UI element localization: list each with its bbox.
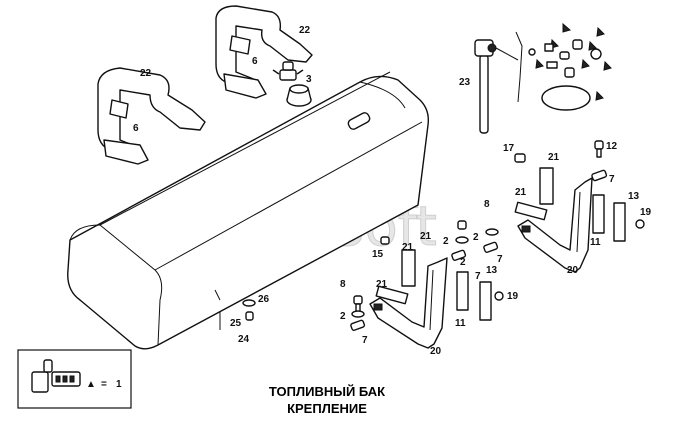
legend-ref: 1 <box>116 379 122 390</box>
sender-tube-icon <box>474 31 523 134</box>
rubber-pad-icon <box>375 167 626 321</box>
callout-15: 15 <box>372 249 384 260</box>
callout-3: 3 <box>306 74 312 85</box>
callout-8: 8 <box>484 199 490 210</box>
callout-13: 13 <box>628 191 640 202</box>
callout-8: 8 <box>340 279 346 290</box>
callout-12: 12 <box>606 141 618 152</box>
callout-21: 21 <box>420 231 432 242</box>
callout-2: 2 <box>340 311 346 322</box>
callout-20: 20 <box>430 346 442 357</box>
filler-cap-icon <box>272 61 304 81</box>
callout-25: 25 <box>230 318 242 329</box>
callout-2: 2 <box>473 232 479 243</box>
callout-6: 6 <box>252 56 258 67</box>
callout-26: 26 <box>258 294 270 305</box>
callout-19: 19 <box>640 207 652 218</box>
support-bracket-icon <box>517 177 593 273</box>
callout-20: 20 <box>567 265 579 276</box>
diagram-subtitle: КРЕПЛЕНИЕ <box>287 401 367 416</box>
callout-6: 6 <box>133 123 139 134</box>
callout-22: 22 <box>140 68 152 79</box>
callout-22: 22 <box>299 25 311 36</box>
callout-19: 19 <box>507 291 519 302</box>
kit-icon <box>31 359 81 393</box>
legend-box: ▲ = 1 <box>17 349 132 409</box>
callout-11: 11 <box>455 318 466 329</box>
callout-13: 13 <box>486 265 498 276</box>
fuel-tank-icon <box>67 71 430 350</box>
kit-icon <box>528 22 612 111</box>
callout-21: 21 <box>402 242 414 253</box>
callout-7: 7 <box>497 254 503 265</box>
callout-23: 23 <box>459 77 471 88</box>
diagram-title: ТОПЛИВНЫЙ БАК <box>269 384 385 399</box>
callout-2: 2 <box>460 257 466 268</box>
strap-bracket-icon <box>215 5 313 99</box>
callout-17: 17 <box>503 143 515 154</box>
legend-marker: ▲ <box>86 379 96 390</box>
callout-7: 7 <box>362 335 368 346</box>
callout-21: 21 <box>548 152 560 163</box>
callout-24: 24 <box>238 334 250 345</box>
callout-21: 21 <box>376 279 388 290</box>
callout-7: 7 <box>609 174 615 185</box>
callout-21: 21 <box>515 187 527 198</box>
strap-bracket-icon <box>97 67 206 165</box>
callout-2: 2 <box>443 236 449 247</box>
legend-equals: = <box>101 379 107 390</box>
callout-7: 7 <box>475 271 481 282</box>
callout-11: 11 <box>590 237 601 248</box>
support-bracket-icon <box>369 257 448 349</box>
bolt-icon <box>242 140 645 331</box>
